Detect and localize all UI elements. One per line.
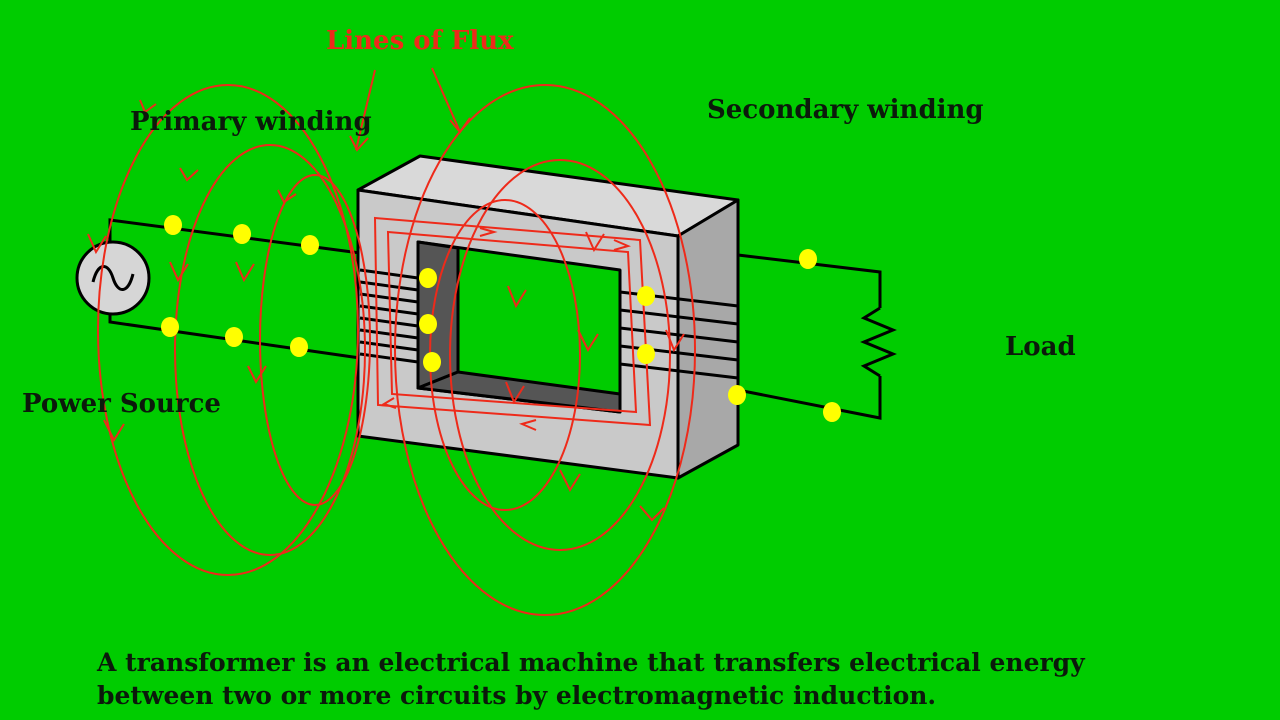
load-label: Load (1005, 332, 1076, 362)
resistor-icon (860, 306, 897, 378)
caption-line-1: A transformer is an electrical machine t… (97, 648, 1085, 677)
caption-line-2: between two or more circuits by electrom… (97, 681, 937, 710)
secondary-winding-label: Secondary winding (707, 95, 984, 125)
flux-arrow-heads (87, 99, 685, 522)
primary-electrons (161, 215, 441, 372)
secondary-bottom-wire (737, 376, 882, 420)
core-window-inner-bottom (416, 370, 622, 414)
secondary-electrons (637, 249, 841, 422)
power-source-label: Power Source (22, 389, 221, 419)
ac-source-icon (75, 240, 151, 316)
lines-of-flux-label: Lines of Flux (326, 26, 514, 56)
primary-winding-label: Primary winding (130, 107, 372, 137)
secondary-circuit (737, 253, 882, 420)
secondary-top-wire (737, 253, 882, 308)
primary-top-wire (108, 218, 361, 265)
description-caption: A transformer is an electrical machine t… (97, 646, 1085, 712)
